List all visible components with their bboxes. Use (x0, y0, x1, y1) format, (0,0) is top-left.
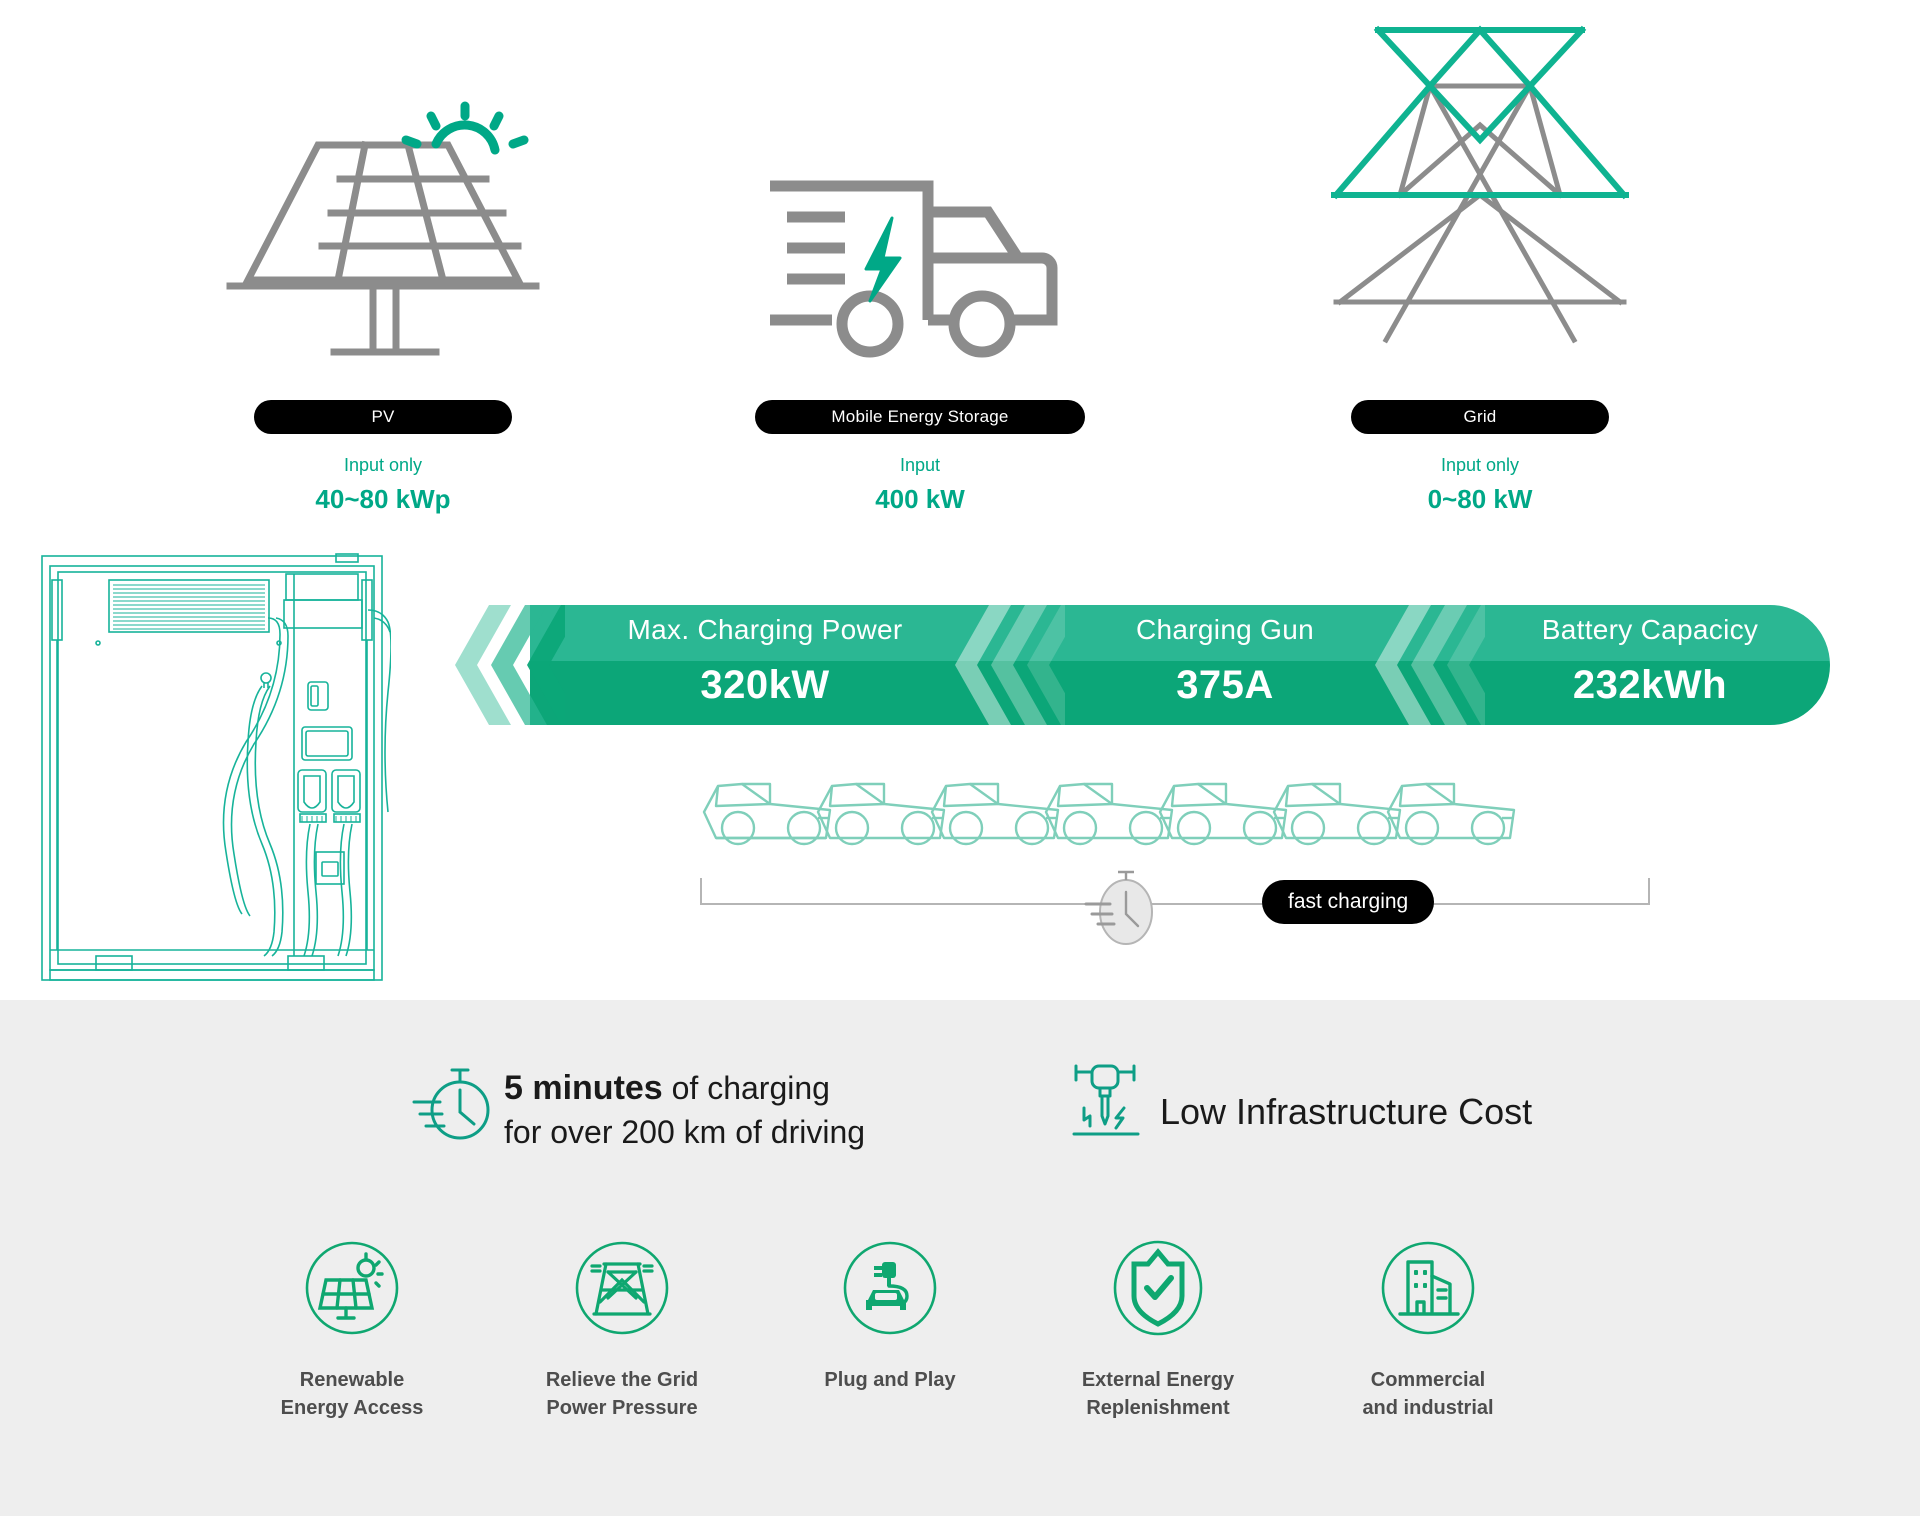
highlight-line-1: Low Infrastructure Cost (1160, 1091, 1533, 1132)
shield-check-circle-icon (1028, 1240, 1288, 1352)
solar-panel-icon (168, 0, 598, 370)
source-pill-pv: PV (254, 400, 512, 434)
feature-commercial-and-industrial: Commercial and industrial (1298, 1240, 1558, 1422)
feature-label: Plug and Play (824, 1369, 956, 1391)
highlight-line-2: for over 200 km of driving (504, 1114, 866, 1150)
charging-cabinet-illustration (36, 552, 392, 992)
feature-external-energy-replenishment: External Energy Replenishment (1028, 1240, 1288, 1422)
highlight-line-1: 5 minutes of charging (504, 1066, 865, 1110)
highlight-text: Low Infrastructure Cost (1160, 1066, 1532, 1158)
spec-value: 232kWh (1572, 663, 1728, 707)
charging-timeline-bracket (700, 872, 1650, 937)
energy-source-grid: Grid Input only 0~80 kW (1265, 0, 1695, 540)
spec-value: 375A (1176, 663, 1274, 707)
banner-top-band (530, 605, 1830, 661)
stopwatch-icon (1078, 870, 1168, 955)
chevron-group-2 (955, 605, 1065, 725)
feature-plug-and-play: Plug and Play (760, 1240, 1020, 1394)
spec-segment-max-charging-power: Max. Charging Power 320kW (565, 605, 965, 725)
feature-label: Renewable Energy Access (280, 1369, 424, 1419)
source-value-grid: 0~80 kW (1427, 484, 1533, 514)
feature-relieve-grid-pressure: Relieve the Grid Power Pressure (492, 1240, 752, 1422)
highlight-text: 5 minutes of charging for over 200 km of… (504, 1066, 865, 1154)
spec-segment-battery-capacity: Battery Capacicy 232kWh (1485, 605, 1815, 725)
electric-truck-icon (705, 0, 1135, 370)
highlight-rest: of charging (662, 1070, 830, 1106)
jackhammer-icon (1068, 1062, 1152, 1151)
source-value-mobile-storage: 400 kW (875, 484, 965, 514)
stopwatch-icon (412, 1062, 496, 1151)
feature-label: Relieve the Grid Power Pressure (545, 1369, 699, 1419)
spec-segment-charging-gun: Charging Gun 375A (1065, 605, 1385, 725)
source-pill-grid: Grid (1351, 400, 1609, 434)
energy-sources-row: PV Input only 40~80 kWp (0, 0, 1920, 540)
energy-source-pv: PV Input only 40~80 kWp (168, 0, 598, 540)
car-queue-row (700, 762, 1650, 867)
power-tower-circle-icon (492, 1240, 752, 1352)
solar-panel-circle-icon (222, 1240, 482, 1352)
banner-body (530, 605, 1830, 725)
spec-banner: Max. Charging Power 320kW Charging Gun 3… (455, 605, 1830, 725)
feature-renewable-energy-access: Renewable Energy Access (222, 1240, 482, 1422)
energy-source-mobile-storage: Mobile Energy Storage Input 400 kW (705, 0, 1135, 540)
spec-value: 320kW (700, 663, 830, 707)
spec-label: Max. Charging Power (627, 614, 903, 645)
fast-charging-badge: fast charging (1262, 880, 1435, 924)
spec-label: Battery Capacicy (1541, 614, 1759, 645)
source-sub-grid: Input only (1440, 455, 1520, 475)
source-sub-pv: Input only (343, 455, 423, 475)
highlights-row: 5 minutes of charging for over 200 km of… (0, 1062, 1920, 1182)
buildings-circle-icon (1298, 1240, 1558, 1352)
feature-label: External Energy Replenishment (1081, 1369, 1235, 1419)
transmission-tower-icon (1265, 0, 1695, 370)
feature-icons-row: Renewable Energy Access (0, 1240, 1920, 1470)
highlight-strong: 5 minutes (504, 1069, 663, 1107)
chevron-group-3 (1375, 605, 1485, 725)
source-value-pv: 40~80 kWp (315, 484, 451, 514)
feature-label: Commercial and industrial (1362, 1369, 1494, 1419)
banner-bottom-band (530, 661, 1830, 725)
plug-car-circle-icon (760, 1240, 1020, 1352)
benefits-panel: 5 minutes of charging for over 200 km of… (0, 1000, 1920, 1516)
spec-label: Charging Gun (1136, 614, 1314, 645)
source-sub-mobile-storage: Input (899, 455, 941, 475)
chevron-group-1 (455, 605, 565, 725)
source-pill-mobile-storage: Mobile Energy Storage (755, 400, 1085, 434)
